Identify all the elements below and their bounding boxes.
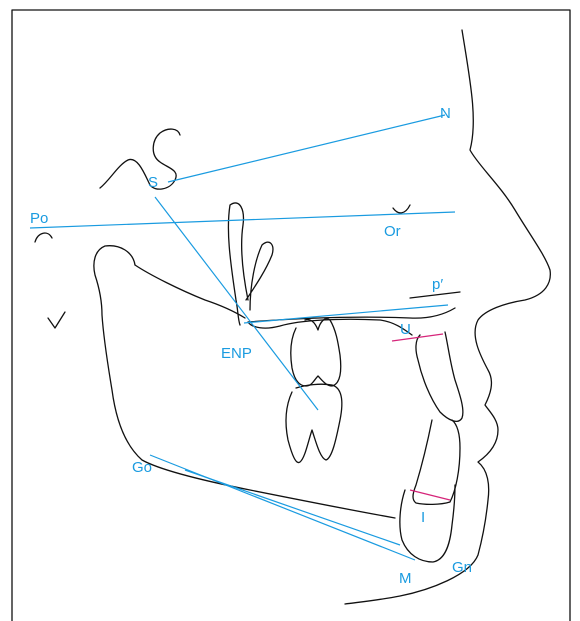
soft-tissue-profile bbox=[344, 29, 551, 605]
label-n: N bbox=[440, 105, 451, 122]
upper-incisor-measure bbox=[391, 333, 444, 342]
label-or: Or bbox=[384, 223, 401, 240]
anterior-nasal-spine bbox=[409, 291, 461, 299]
label-gn: Gn bbox=[452, 559, 472, 576]
mandibular-plane bbox=[149, 454, 416, 561]
label-p-prime: p′ bbox=[432, 276, 443, 293]
mandible-outline bbox=[93, 245, 396, 519]
pterygoid-plates bbox=[227, 202, 274, 326]
sn-line bbox=[167, 114, 446, 183]
sella-turcica bbox=[99, 128, 181, 190]
orbitale-mark bbox=[392, 204, 411, 214]
lower-incisor bbox=[412, 419, 461, 506]
occlusal-helper-line bbox=[184, 469, 401, 546]
lower-molar bbox=[285, 383, 343, 464]
ramus-neck bbox=[134, 264, 246, 319]
lower-incisor-measure bbox=[409, 489, 451, 501]
label-po: Po bbox=[30, 210, 48, 227]
figure-border bbox=[11, 9, 571, 621]
condyle-tick bbox=[47, 311, 66, 329]
upper-molar bbox=[290, 318, 342, 387]
label-u: U bbox=[400, 321, 411, 338]
label-m: M bbox=[399, 570, 412, 587]
frankfort-horizontal bbox=[29, 211, 456, 229]
palatal-plane bbox=[243, 304, 449, 324]
label-i: I bbox=[421, 509, 425, 526]
label-go: Go bbox=[132, 459, 152, 476]
porion-mark bbox=[34, 232, 53, 243]
upper-incisor bbox=[415, 331, 464, 422]
label-enp: ENP bbox=[221, 345, 252, 362]
label-s: S bbox=[148, 174, 158, 191]
symphysis bbox=[399, 484, 456, 563]
hard-palate bbox=[247, 307, 456, 336]
s-enp-line bbox=[154, 196, 319, 411]
